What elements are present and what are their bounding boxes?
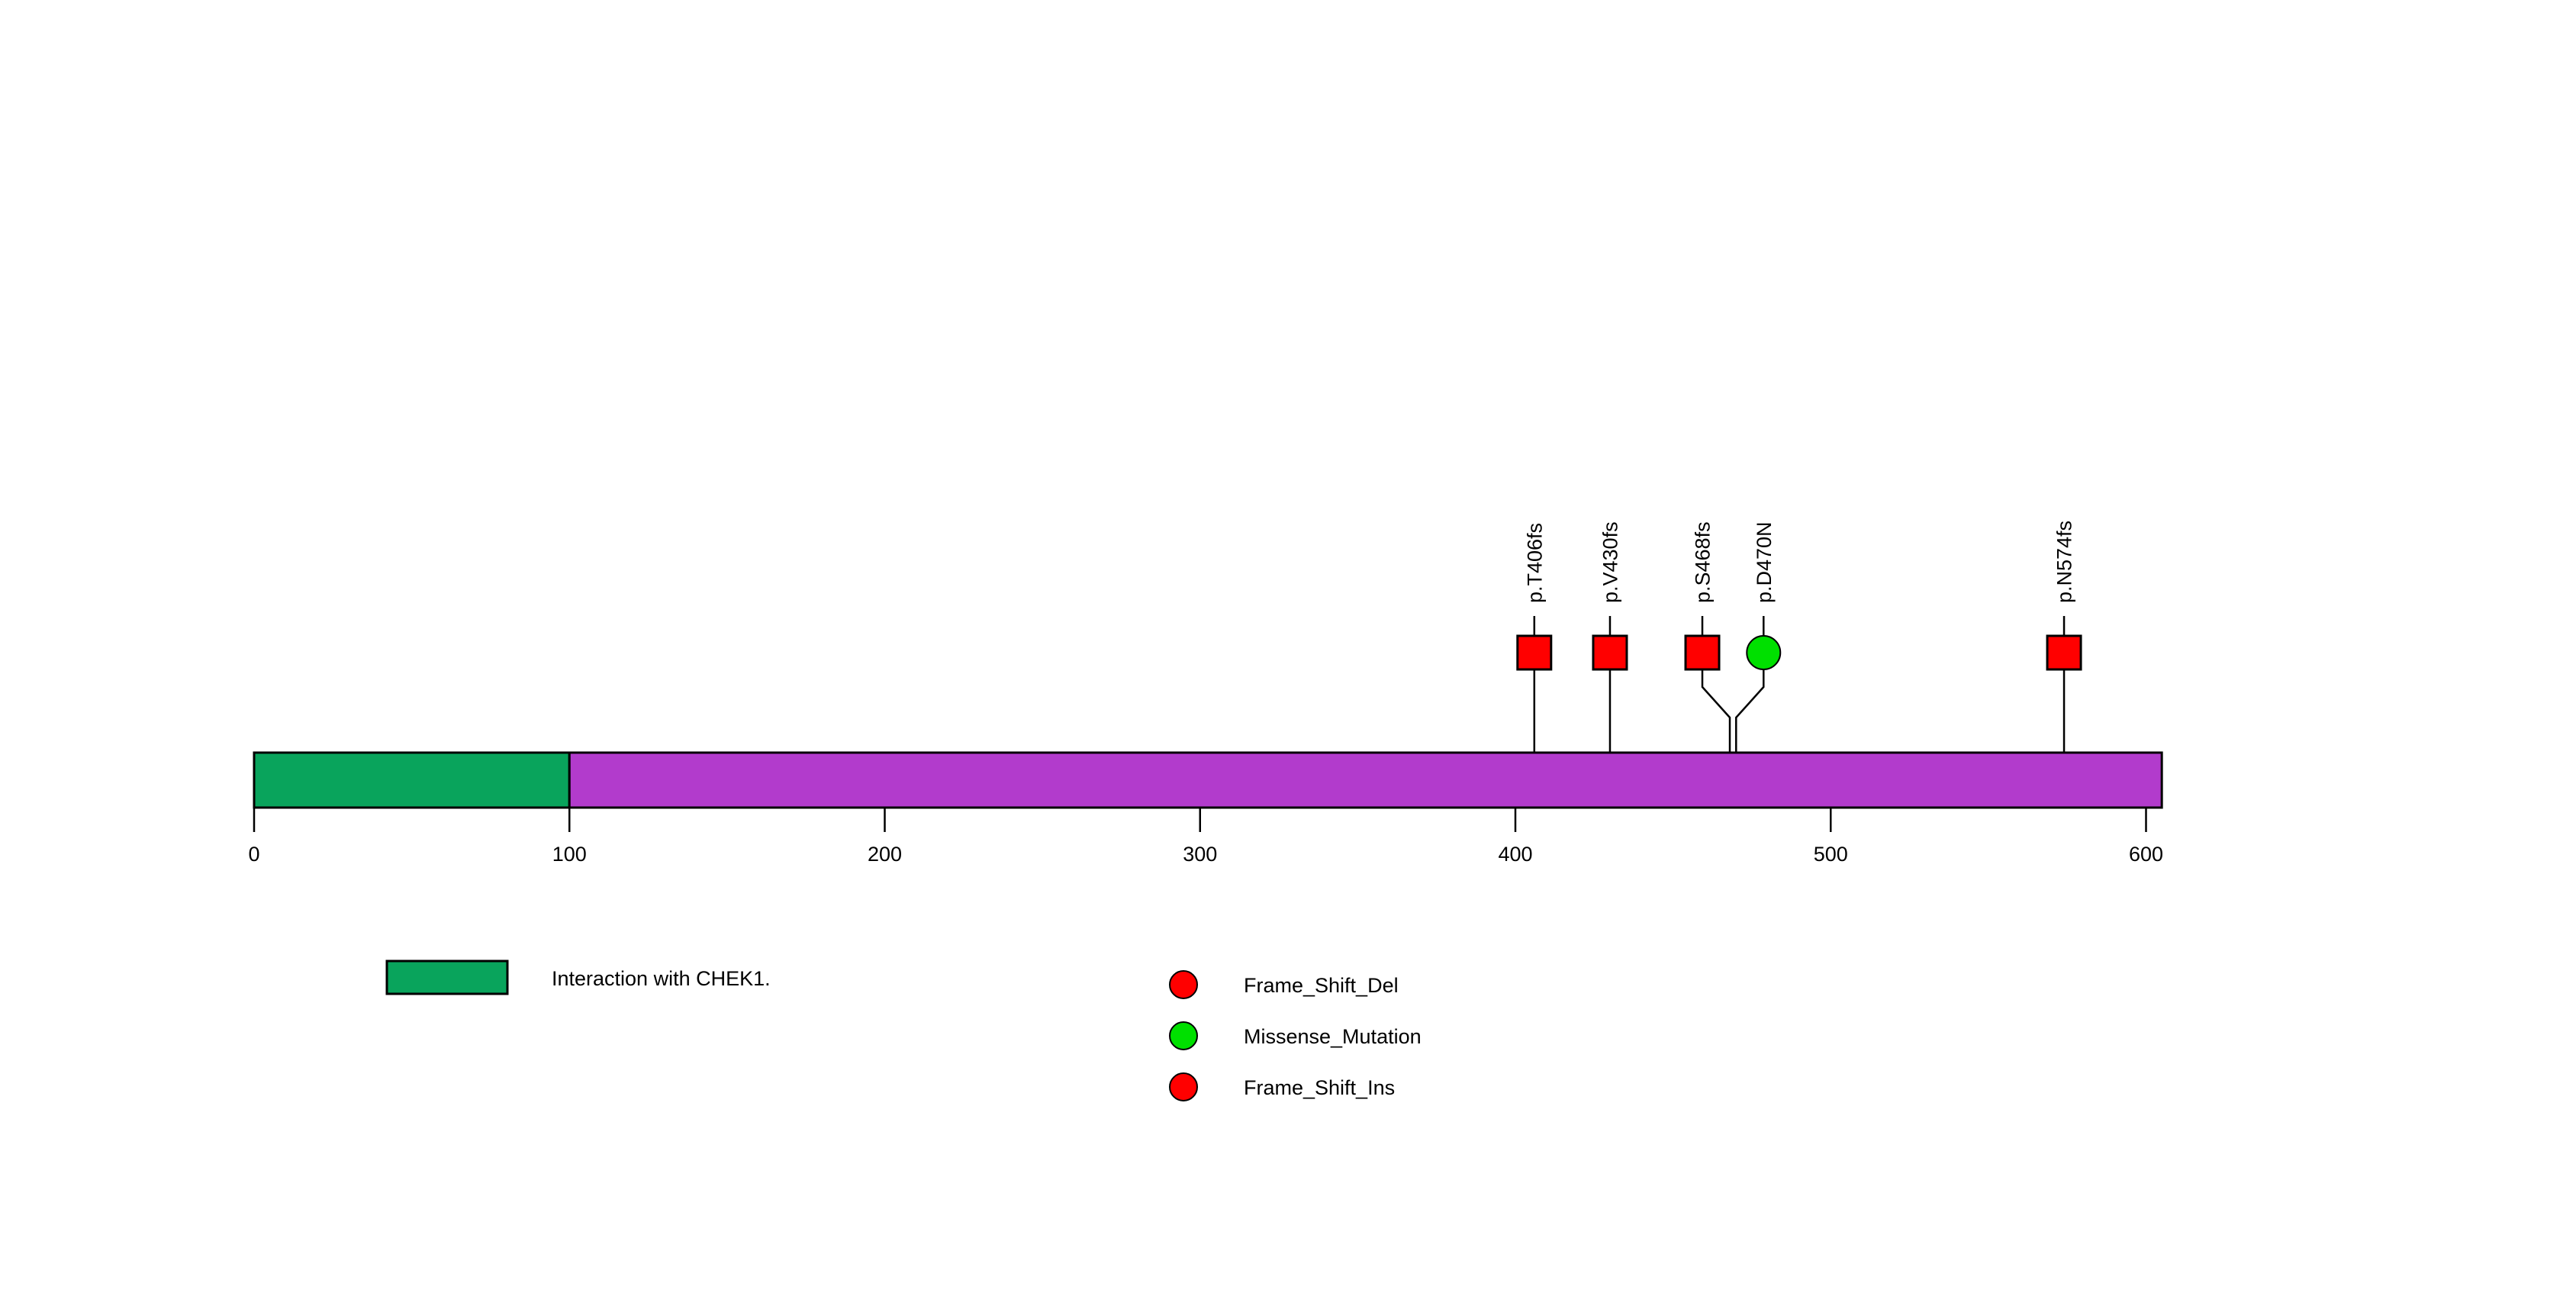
legend-mutation-swatch (1169, 1021, 1198, 1050)
mutation-label: p.S468fs (1692, 521, 1715, 603)
axis-tick-label: 600 (2129, 843, 2163, 866)
legend-mutation-swatch (1169, 970, 1198, 999)
mutation-marker-circle[interactable] (1746, 635, 1782, 670)
axis-tick-label: 0 (248, 843, 259, 866)
axis-tick-label: 200 (868, 843, 902, 866)
axis-tick-label: 300 (1183, 843, 1217, 866)
mutation-labels-group: p.T406fs p.V430fs p.S468fs p.D470N p.N574fs (1523, 521, 2075, 603)
protein-domain-backbone-1 (568, 751, 2163, 809)
mutation-markers-group (1516, 634, 2082, 671)
legend-domain-swatch (385, 959, 509, 995)
mutation-marker-square[interactable] (1592, 634, 1628, 671)
mutation-marker-square[interactable] (1516, 634, 1553, 671)
legend-domain-label: Interaction with CHEK1. (552, 967, 771, 990)
mutation-marker-square[interactable] (2046, 634, 2082, 671)
mutation-legend-group: Frame_Shift_DelMissense_MutationFrame_Sh… (1169, 970, 1422, 1101)
mutation-marker-square[interactable] (1684, 634, 1721, 671)
axis-tick-label: 400 (1498, 843, 1532, 866)
mutation-label: p.T406fs (1523, 523, 1546, 603)
domain-legend-group: Interaction with CHEK1. (385, 959, 771, 995)
axis-group: 0 100 200 300 400 500 600 (248, 808, 2163, 866)
legend-mutation-label: Frame_Shift_Del (1244, 974, 1399, 997)
legend-mutation-label: Missense_Mutation (1244, 1025, 1422, 1048)
axis-tick-label: 500 (1814, 843, 1848, 866)
protein-domains-group (253, 751, 2163, 809)
protein-domain-chek1 (253, 751, 571, 809)
mutation-label: p.N574fs (2053, 521, 2076, 603)
legend-mutation-label: Frame_Shift_Ins (1244, 1076, 1395, 1099)
legend-mutation-swatch (1169, 1072, 1198, 1101)
mutation-label: p.V430fs (1599, 521, 1621, 603)
mutation-label: p.D470N (1753, 521, 1776, 603)
axis-tick-label: 100 (552, 843, 587, 866)
